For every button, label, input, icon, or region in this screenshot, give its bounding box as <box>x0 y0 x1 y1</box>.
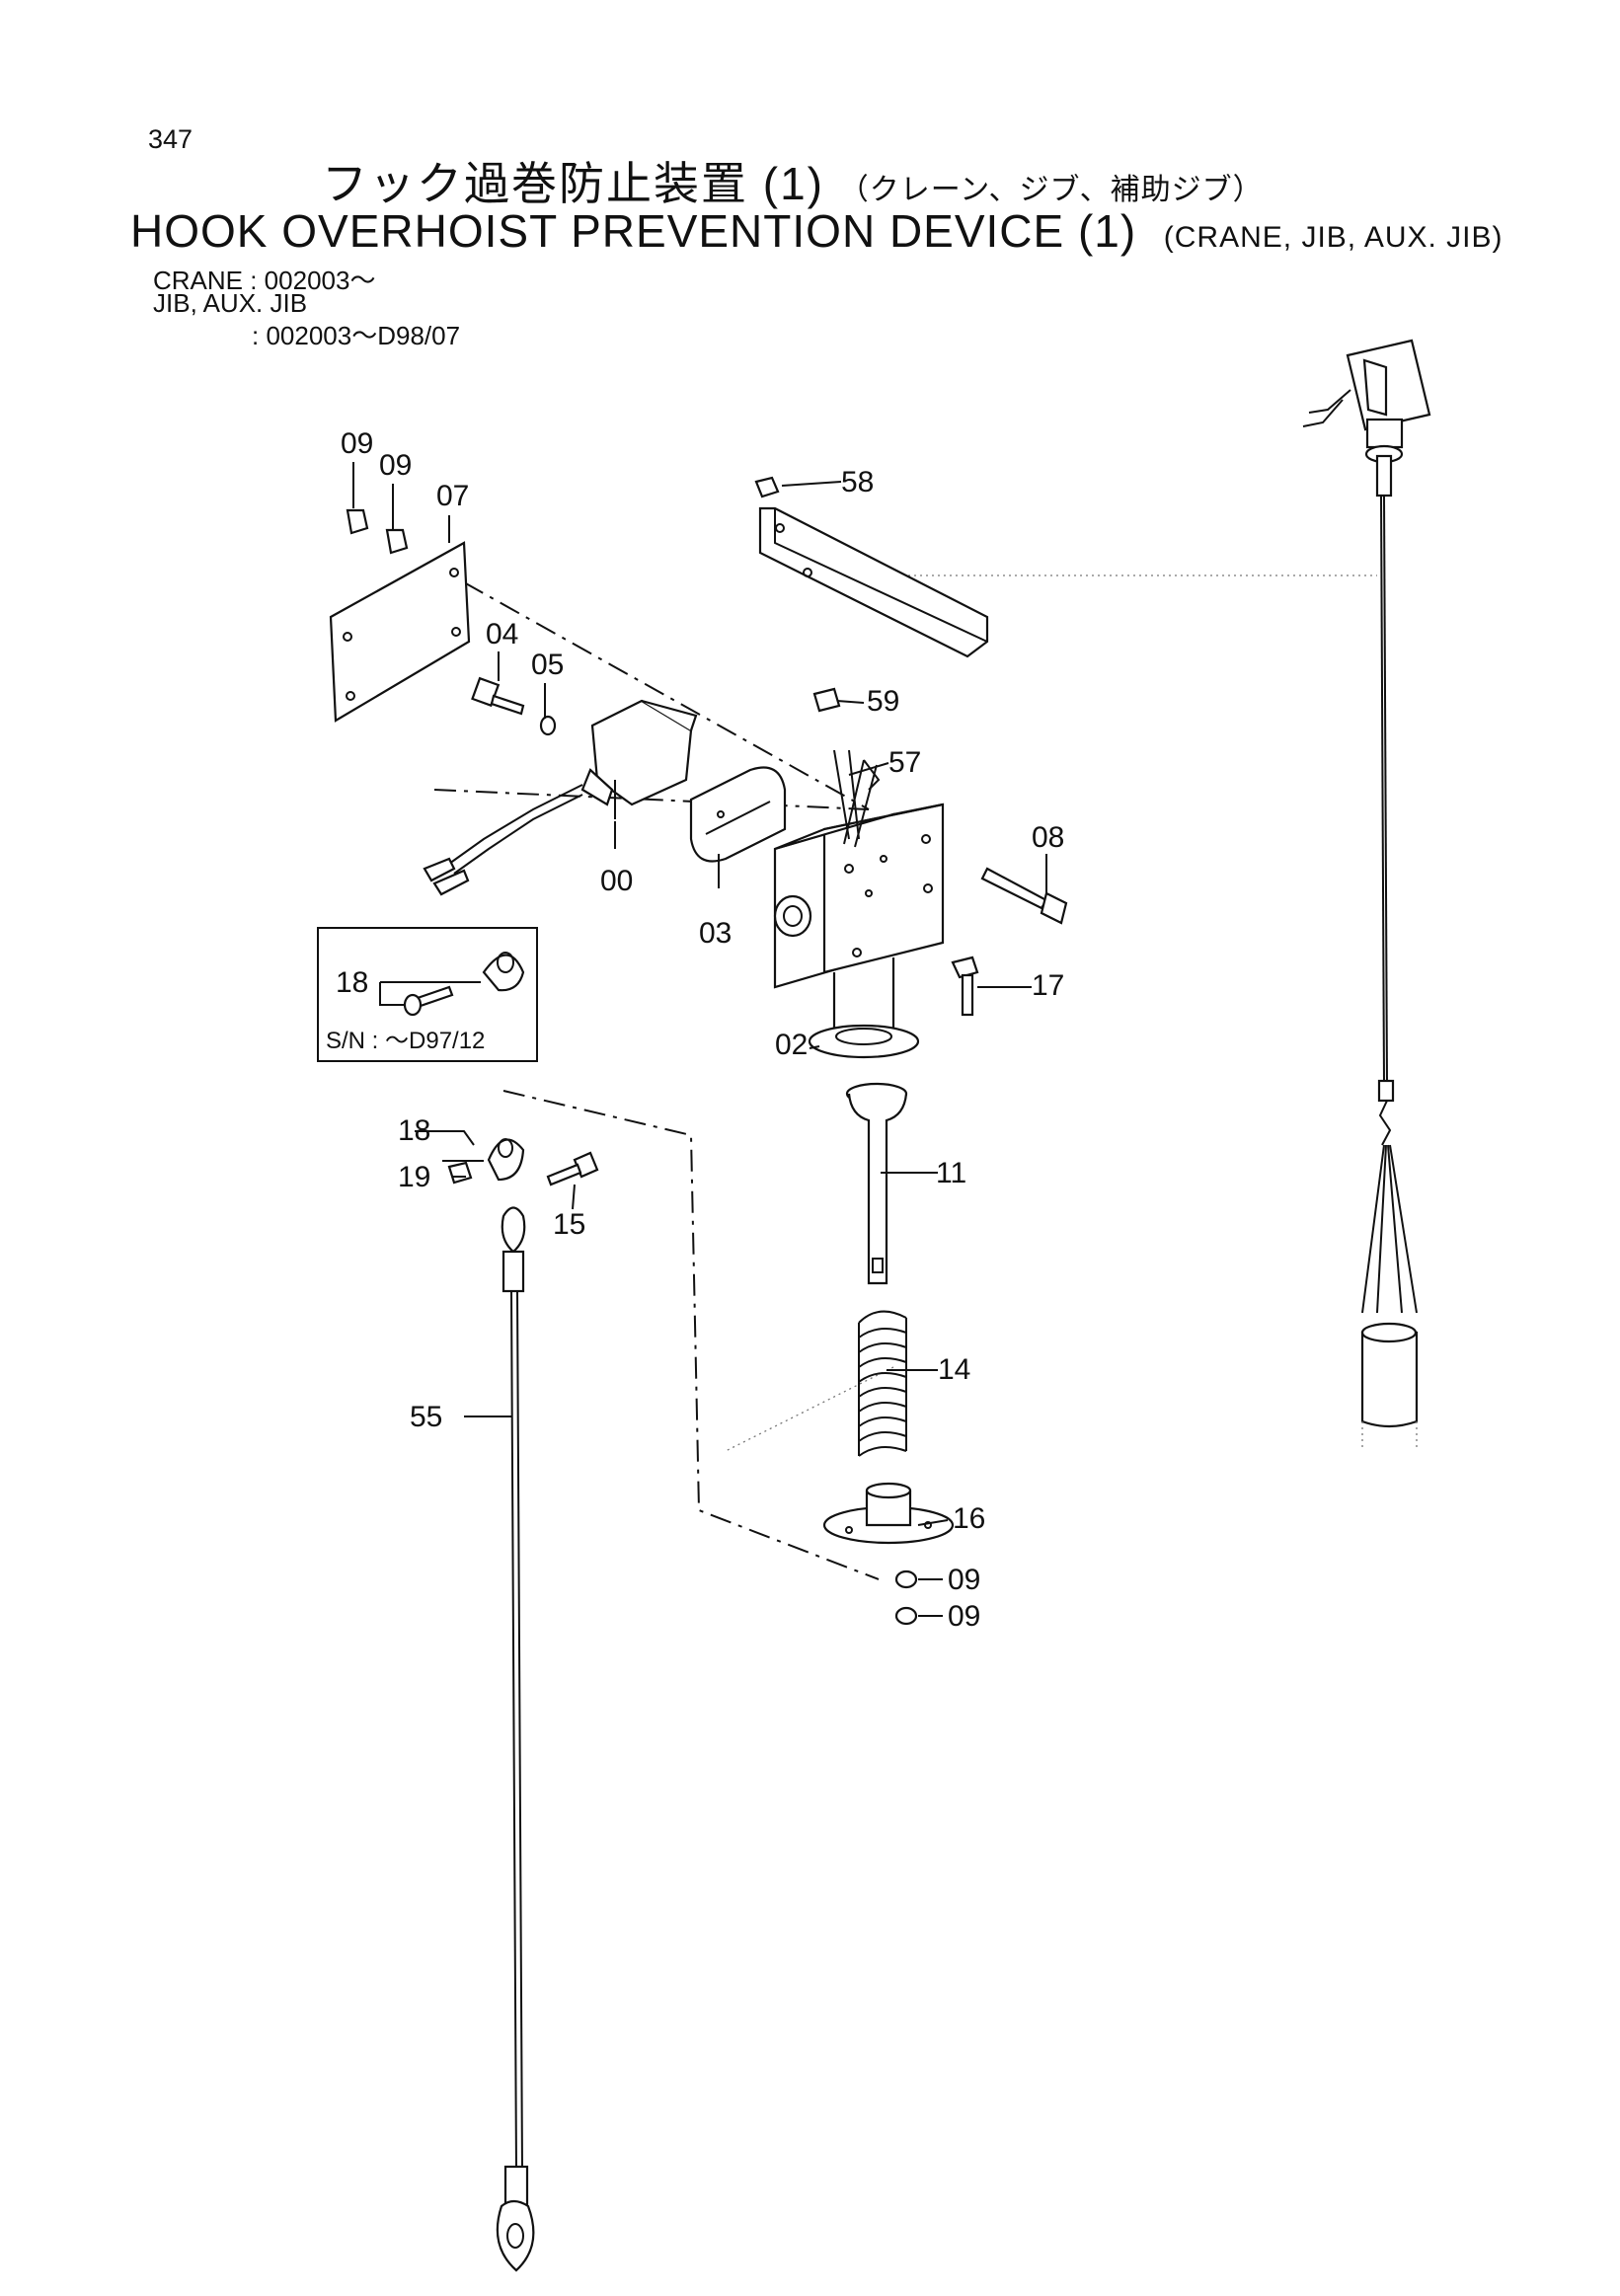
bolt-08 <box>980 867 1068 925</box>
title-japanese: フック過巻防止装置 (1) （クレーン、ジブ、補助ジブ） <box>322 148 1264 213</box>
rod-11 <box>845 1082 908 1285</box>
callout-09: 09 <box>341 427 373 460</box>
callout-58: 58 <box>841 466 874 498</box>
wire-rope-55 <box>496 1206 535 2272</box>
bolt-17 <box>951 956 979 1017</box>
title-en-subtitle: (CRANE, JIB, AUX. JIB) <box>1163 221 1504 254</box>
title-jp-subtitle: （クレーン、ジブ、補助ジブ） <box>838 174 1264 206</box>
inset-serial: S/N : ～D97/12 <box>326 1028 485 1054</box>
bolt-04 <box>471 676 525 716</box>
callout-05: 05 <box>531 649 564 681</box>
shackle-18 <box>487 1138 525 1182</box>
callout-02: 02 <box>775 1029 808 1061</box>
callout-09: 09 <box>948 1564 980 1596</box>
inset-box <box>317 927 538 1062</box>
page-number: 347 <box>148 124 193 154</box>
title-english: HOOK OVERHOIST PREVENTION DEVICE (1) (CR… <box>130 204 1504 258</box>
callout-18: 18 <box>398 1114 430 1147</box>
limit-switch-00 <box>423 699 698 896</box>
nut-58 <box>754 476 780 498</box>
callout-04: 04 <box>486 618 518 651</box>
spring-14 <box>858 1310 907 1457</box>
callout-17: 17 <box>1032 969 1064 1002</box>
serial-jib: JIB, AUX. JIB <box>153 288 308 318</box>
nut-19 <box>447 1161 473 1185</box>
callout-07: 07 <box>436 480 469 512</box>
callout-19: 19 <box>398 1161 430 1193</box>
callout-15: 15 <box>553 1208 585 1241</box>
nut-09-bottom <box>894 1569 918 1626</box>
callout-09: 09 <box>948 1600 980 1633</box>
callout-00: 00 <box>600 865 633 897</box>
callout-09: 09 <box>379 449 412 482</box>
title-en-main: HOOK OVERHOIST PREVENTION DEVICE (1) <box>130 205 1137 257</box>
pin-57 <box>833 749 881 848</box>
cover-03 <box>689 766 787 863</box>
spring-guide-line <box>725 1366 894 1452</box>
callout-57: 57 <box>888 746 921 779</box>
callout-11: 11 <box>936 1157 966 1189</box>
callout-08: 08 <box>1032 821 1064 854</box>
housing-02 <box>773 803 945 1059</box>
rope-assembly-line <box>502 1090 880 1580</box>
nut-09-top <box>346 508 409 555</box>
washer-05 <box>539 715 557 736</box>
callout-55: 55 <box>410 1401 442 1433</box>
callout-03: 03 <box>699 917 732 950</box>
callout-16: 16 <box>953 1502 985 1535</box>
serial-crane: CRANE : 002003～ <box>153 266 376 295</box>
bolt-15 <box>546 1151 599 1186</box>
spring-seat-16 <box>822 1482 955 1545</box>
inset-callout-18: 18 <box>336 966 368 999</box>
plate-07 <box>329 541 471 723</box>
crane-hook-overview <box>1302 339 1431 1451</box>
callout-14: 14 <box>938 1353 970 1386</box>
nut-59 <box>812 687 841 713</box>
callout-59: 59 <box>867 685 899 718</box>
assembly-centerline <box>433 581 870 810</box>
title-jp-main: フック過巻防止装置 (1) <box>322 158 824 209</box>
serial-jib-range: : 002003～D98/07 <box>252 321 461 350</box>
angle-bracket <box>758 506 989 658</box>
